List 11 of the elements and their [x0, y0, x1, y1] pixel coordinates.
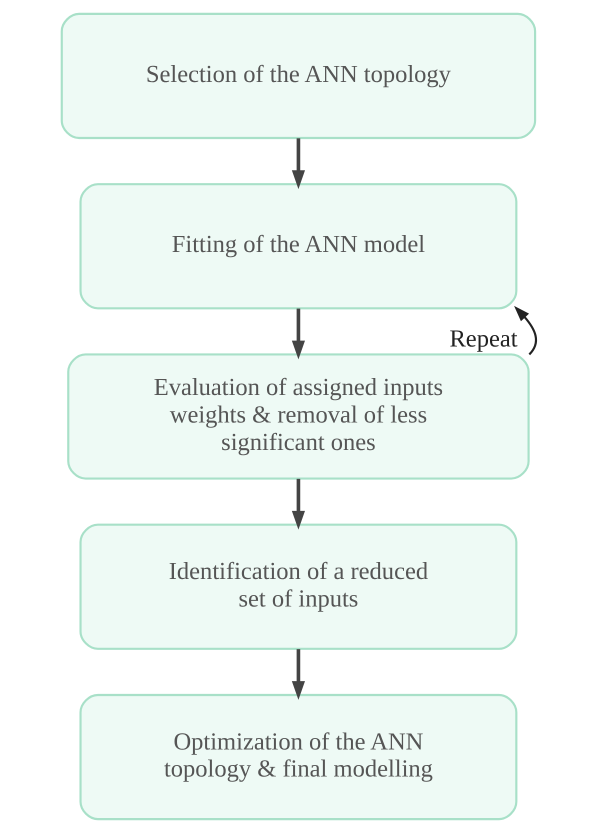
- arrow: [292, 138, 306, 190]
- node-box: Optimization of the ANN topology & final modelling: [79, 694, 518, 820]
- arrow: [292, 308, 306, 360]
- arrow: [292, 478, 306, 530]
- node-box: Selection of the ANN topology: [60, 12, 536, 140]
- node-box: Evaluation of assigned inputs weights & removal of less significant ones: [67, 353, 530, 480]
- node-box: Fitting of the ANN model: [79, 183, 518, 310]
- node-box: Identification of a reduced set of inputs: [79, 524, 518, 650]
- arrow: [514, 306, 538, 356]
- edge-label: Repeat: [449, 325, 518, 352]
- arrow: [292, 649, 306, 700]
